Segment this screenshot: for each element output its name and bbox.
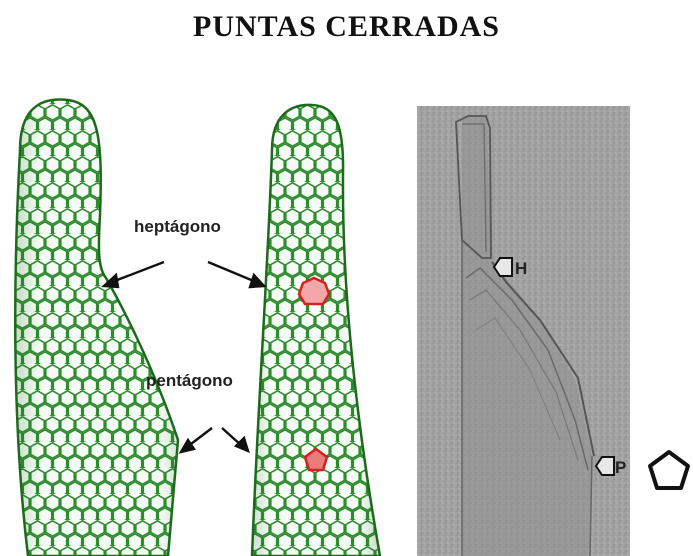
heptagon-arrows — [104, 262, 264, 287]
heptagon-label: heptágono — [134, 217, 221, 236]
micrograph-label-p: P — [615, 458, 626, 477]
heptagon-defect-icon — [299, 278, 329, 304]
pentagon-outline-icon — [650, 452, 688, 488]
pentagon-arrows — [181, 428, 248, 452]
nanotube-model-right — [240, 100, 390, 556]
micrograph-label-h: H — [515, 259, 527, 278]
pentagon-label: pentágono — [146, 371, 233, 390]
nanotube-model-left — [0, 90, 200, 556]
tem-micrograph: H P — [417, 106, 630, 556]
